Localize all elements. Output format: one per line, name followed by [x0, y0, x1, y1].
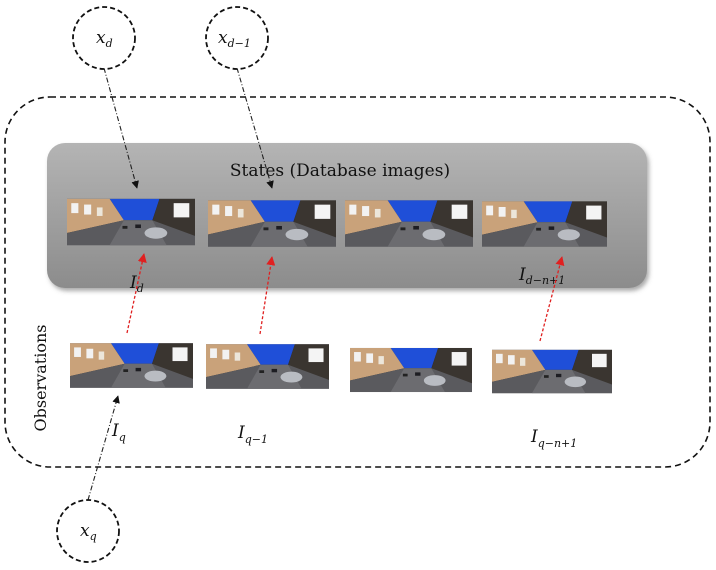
label-I-q-1: Iq−1	[237, 423, 268, 446]
node-x-d-1-label: xd−1	[218, 28, 251, 50]
link-arrow-xq	[87, 395, 120, 501]
label-I-q-n-1: Iq−n+1	[530, 427, 577, 450]
label-I-q: Iq	[111, 421, 126, 444]
query-image-4	[492, 349, 612, 394]
db-image-3	[345, 200, 473, 247]
db-image-2	[208, 200, 336, 247]
node-x-d	[72, 6, 136, 70]
link-arrow-xd1	[236, 67, 274, 189]
match-arrow-1	[126, 253, 147, 334]
node-x-d-label: xd	[96, 28, 113, 50]
node-x-q-label: xq	[80, 521, 97, 543]
query-image-1	[70, 343, 193, 388]
query-image-3	[350, 347, 472, 393]
db-image-4	[482, 201, 607, 247]
link-arrow-xd	[103, 67, 139, 189]
node-x-q	[56, 499, 120, 563]
label-I-d: Id	[129, 273, 144, 295]
observations-container	[4, 96, 711, 468]
observations-label: Observations	[31, 325, 50, 432]
query-image-2	[206, 344, 329, 389]
label-I-d-n-1: Id−n+1	[518, 265, 565, 287]
states-title: States (Database images)	[230, 161, 450, 181]
match-arrow-3	[539, 256, 565, 342]
db-image-1	[67, 198, 195, 246]
node-x-d-1	[205, 6, 269, 70]
match-arrow-2	[259, 256, 276, 335]
